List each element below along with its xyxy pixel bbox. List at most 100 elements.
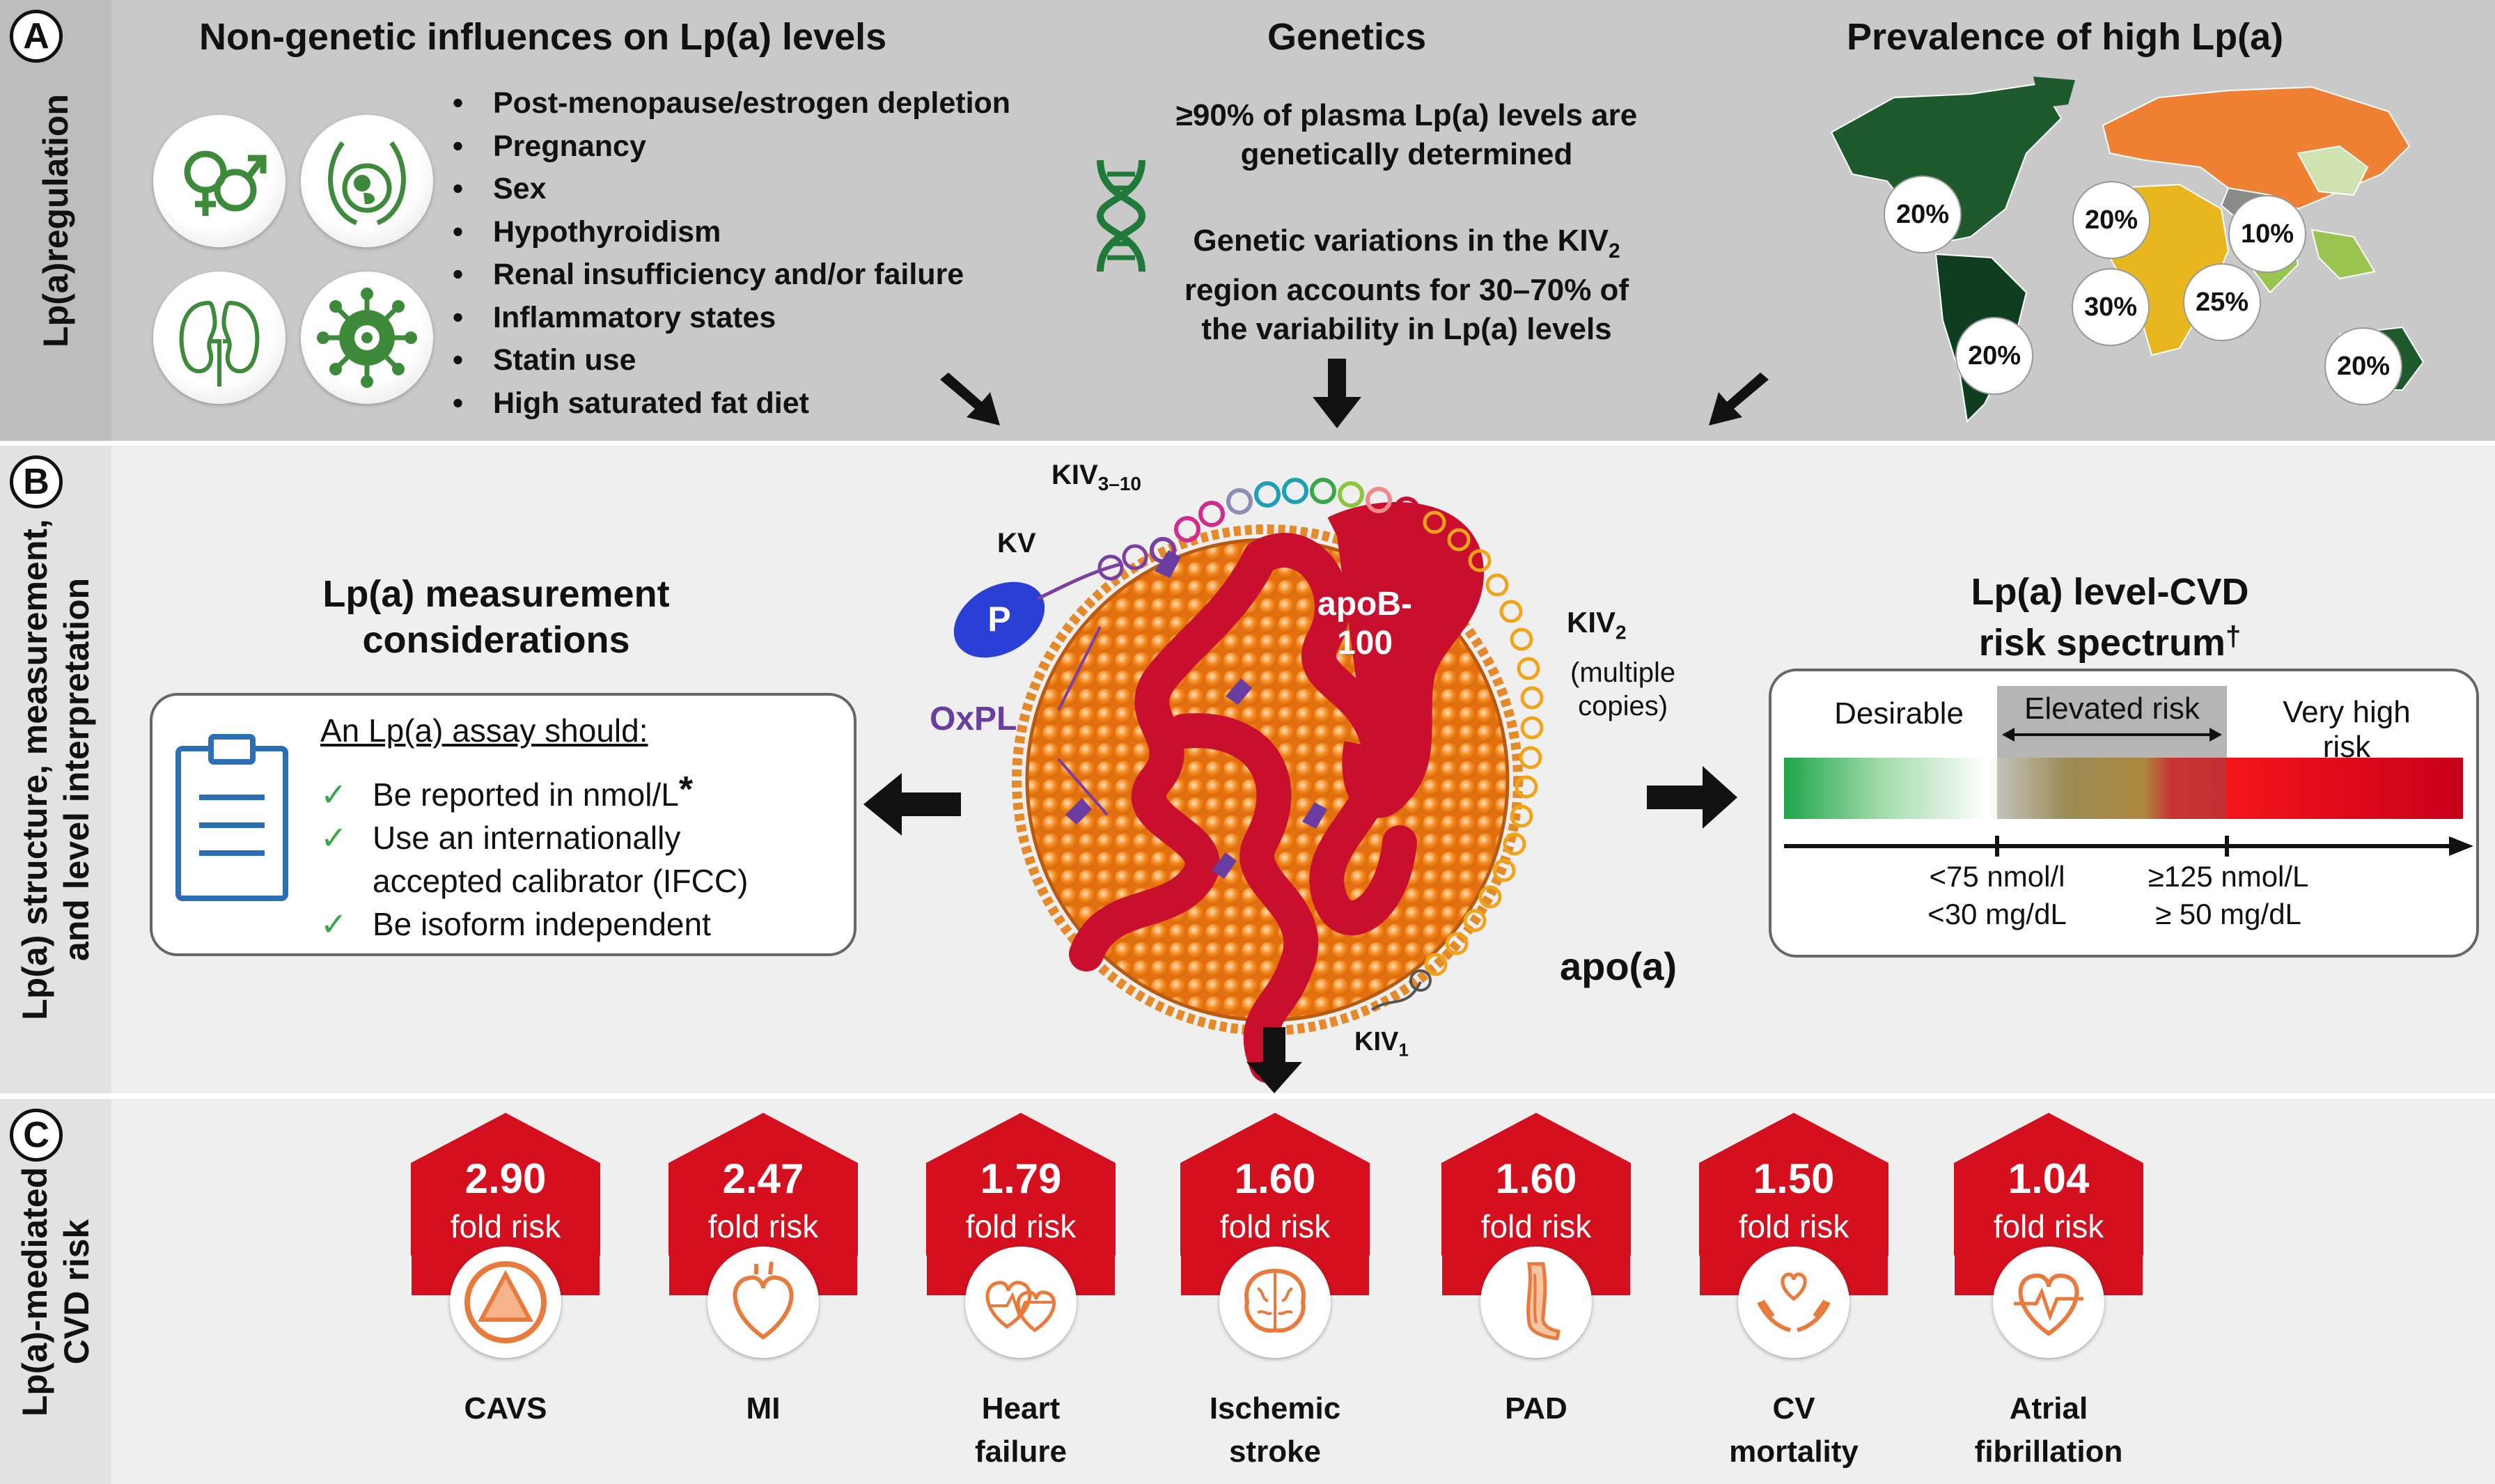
assay-item-continued: accepted calibrator (IFCC)	[373, 863, 749, 899]
label-kiv2: KIV2	[1567, 606, 1627, 643]
hands-heart-icon	[1738, 1247, 1849, 1358]
genetics-title: Genetics	[1267, 16, 1427, 58]
heart-rhythm-icon	[1993, 1247, 2104, 1358]
label-p: P	[987, 600, 1011, 639]
fold-risk-unit: fold risk	[965, 1208, 1077, 1244]
prevalence-label-east-asia: 10%	[2228, 195, 2306, 273]
panel-b-side-label: Lp(a) structure, measurement, and level …	[15, 519, 96, 1020]
list-item: High saturated fat diet	[453, 382, 1010, 425]
nongenetic-title: Non-genetic influences on Lp(a) levels	[199, 16, 887, 58]
list-item: Renal insufficiency and/or failure	[453, 253, 1010, 297]
label-kv: KV	[997, 528, 1036, 559]
risk-axis	[1784, 836, 2473, 857]
fold-risk-unit: fold risk	[1993, 1208, 2104, 1244]
genetics-text-1: ≥90% of plasma Lp(a) levels are genetica…	[1175, 98, 1638, 171]
list-item: Pregnancy	[453, 125, 1010, 169]
assay-box	[150, 693, 857, 956]
genetics-text-2: Genetic variations in the KIV2 region ac…	[1184, 224, 1629, 346]
heart-failure-icon	[965, 1247, 1077, 1358]
prevalence-label-oceania: 20%	[2324, 327, 2402, 405]
elevated-overlay	[1997, 758, 2227, 819]
fold-risk-value: 2.90	[464, 1155, 547, 1202]
panel-b-letter: B	[10, 455, 63, 508]
fold-risk-unit: fold risk	[450, 1208, 561, 1244]
dna-icon	[1086, 157, 1156, 279]
fold-risk-unit: fold risk	[1219, 1208, 1331, 1244]
panel-a-letter: A	[10, 10, 63, 63]
fold-risk-unit: fold risk	[1738, 1208, 1849, 1244]
nongenetic-list: Post-menopause/estrogen depletion Pregna…	[453, 82, 1010, 425]
list-item: Post-menopause/estrogen depletion	[453, 82, 1010, 125]
label-oxpl: OxPL	[930, 701, 1017, 737]
prevalence-label-north-america: 20%	[1884, 175, 1962, 253]
elevated-label: Elevated risk	[2024, 692, 2200, 726]
virus-icon	[301, 272, 433, 404]
outcome-label: PAD	[1505, 1391, 1567, 1426]
prevalence-label-europe: 20%	[2072, 181, 2150, 259]
panel-c-letter: C	[10, 1109, 63, 1162]
risk-marker: 1.04 fold risk	[1954, 1113, 2143, 1256]
lpa-particle-diagram	[933, 453, 1713, 1097]
fold-risk-unit: fold risk	[1480, 1208, 1592, 1244]
panel-a-side-label: Lp(a)regulation	[36, 93, 75, 347]
list-item: Inflammatory states	[453, 297, 1010, 340]
measurement-title: Lp(a) measurement considerations	[322, 573, 670, 661]
double-arrow-icon	[2002, 728, 2222, 742]
outcome-label: MI	[746, 1391, 781, 1426]
arrow-down-icon	[1246, 1027, 1302, 1093]
label-apob100: apoB- 100	[1317, 586, 1412, 662]
label-kiv3-10: KIV3–10	[1051, 460, 1141, 494]
panel-c-side-label: Lp(a)-mediated CVD risk	[15, 1166, 96, 1416]
fold-risk-value: 1.60	[1234, 1155, 1316, 1202]
fold-risk-value: 1.60	[1495, 1155, 1577, 1202]
assay-title: An Lp(a) assay should:	[320, 712, 648, 749]
kidney-icon	[153, 272, 286, 404]
spectrum-title: Lp(a) level-CVD risk spectrum†	[1971, 571, 2249, 664]
list-item: Statin use	[453, 339, 1010, 382]
arrow-down-left-icon	[1709, 373, 1769, 425]
panel-a-regulation: A Lp(a)regulation Non-genetic influences…	[0, 0, 2495, 441]
panel-b-sidebar: B Lp(a) structure, measurement, and leve…	[0, 446, 111, 1093]
risk-gradient-bar	[1784, 758, 2463, 819]
arrow-right-icon	[1647, 766, 1737, 829]
panel-c-sidebar: C Lp(a)-mediated CVD risk	[0, 1099, 111, 1484]
label-kiv2-note: (multiple copies)	[1570, 657, 1676, 721]
prevalence-title: Prevalence of high Lp(a)	[1847, 16, 2284, 58]
pregnancy-icon	[301, 115, 433, 247]
fold-risk-value: 1.79	[980, 1155, 1062, 1202]
label-apoa: apo(a)	[1560, 944, 1677, 988]
gender-icon	[153, 115, 286, 247]
arrow-down-icon	[1313, 359, 1361, 428]
fold-risk-value: 1.04	[2008, 1155, 2090, 1202]
check-icon: ✓	[320, 906, 347, 942]
prevalence-label-south-america: 20%	[1955, 317, 2033, 395]
aortic-valve-icon	[450, 1247, 561, 1358]
panel-a-sidebar: A Lp(a)regulation	[0, 0, 111, 441]
assay-item: ✓Use an internationally	[320, 816, 680, 859]
assay-item: ✓Be reported in nmol/L*	[320, 768, 693, 816]
prevalence-label-africa: 30%	[2072, 268, 2150, 346]
threshold-high: ≥125 nmol/L ≥ 50 mg/dL	[2148, 860, 2309, 930]
fold-risk-value: 2.47	[722, 1155, 804, 1202]
list-item: Hypothyroidism	[453, 211, 1010, 254]
heart-icon	[707, 1247, 819, 1358]
check-icon: ✓	[320, 820, 347, 856]
outcome-label: CAVS	[464, 1391, 547, 1426]
desirable-label: Desirable	[1834, 696, 1964, 731]
very-high-label: Very high risk	[2283, 695, 2411, 764]
check-icon: ✓	[320, 776, 347, 813]
clipboard-icon	[173, 731, 291, 909]
label-kiv1: KIV1	[1354, 1027, 1409, 1061]
arrow-down-right-icon	[940, 373, 1000, 425]
list-item: Sex	[453, 168, 1010, 211]
leg-icon	[1480, 1247, 1592, 1358]
risk-marker: 1.60 fold risk	[1441, 1113, 1631, 1256]
risk-marker: 1.79 fold risk	[926, 1113, 1116, 1256]
risk-marker: 2.90 fold risk	[411, 1113, 600, 1256]
